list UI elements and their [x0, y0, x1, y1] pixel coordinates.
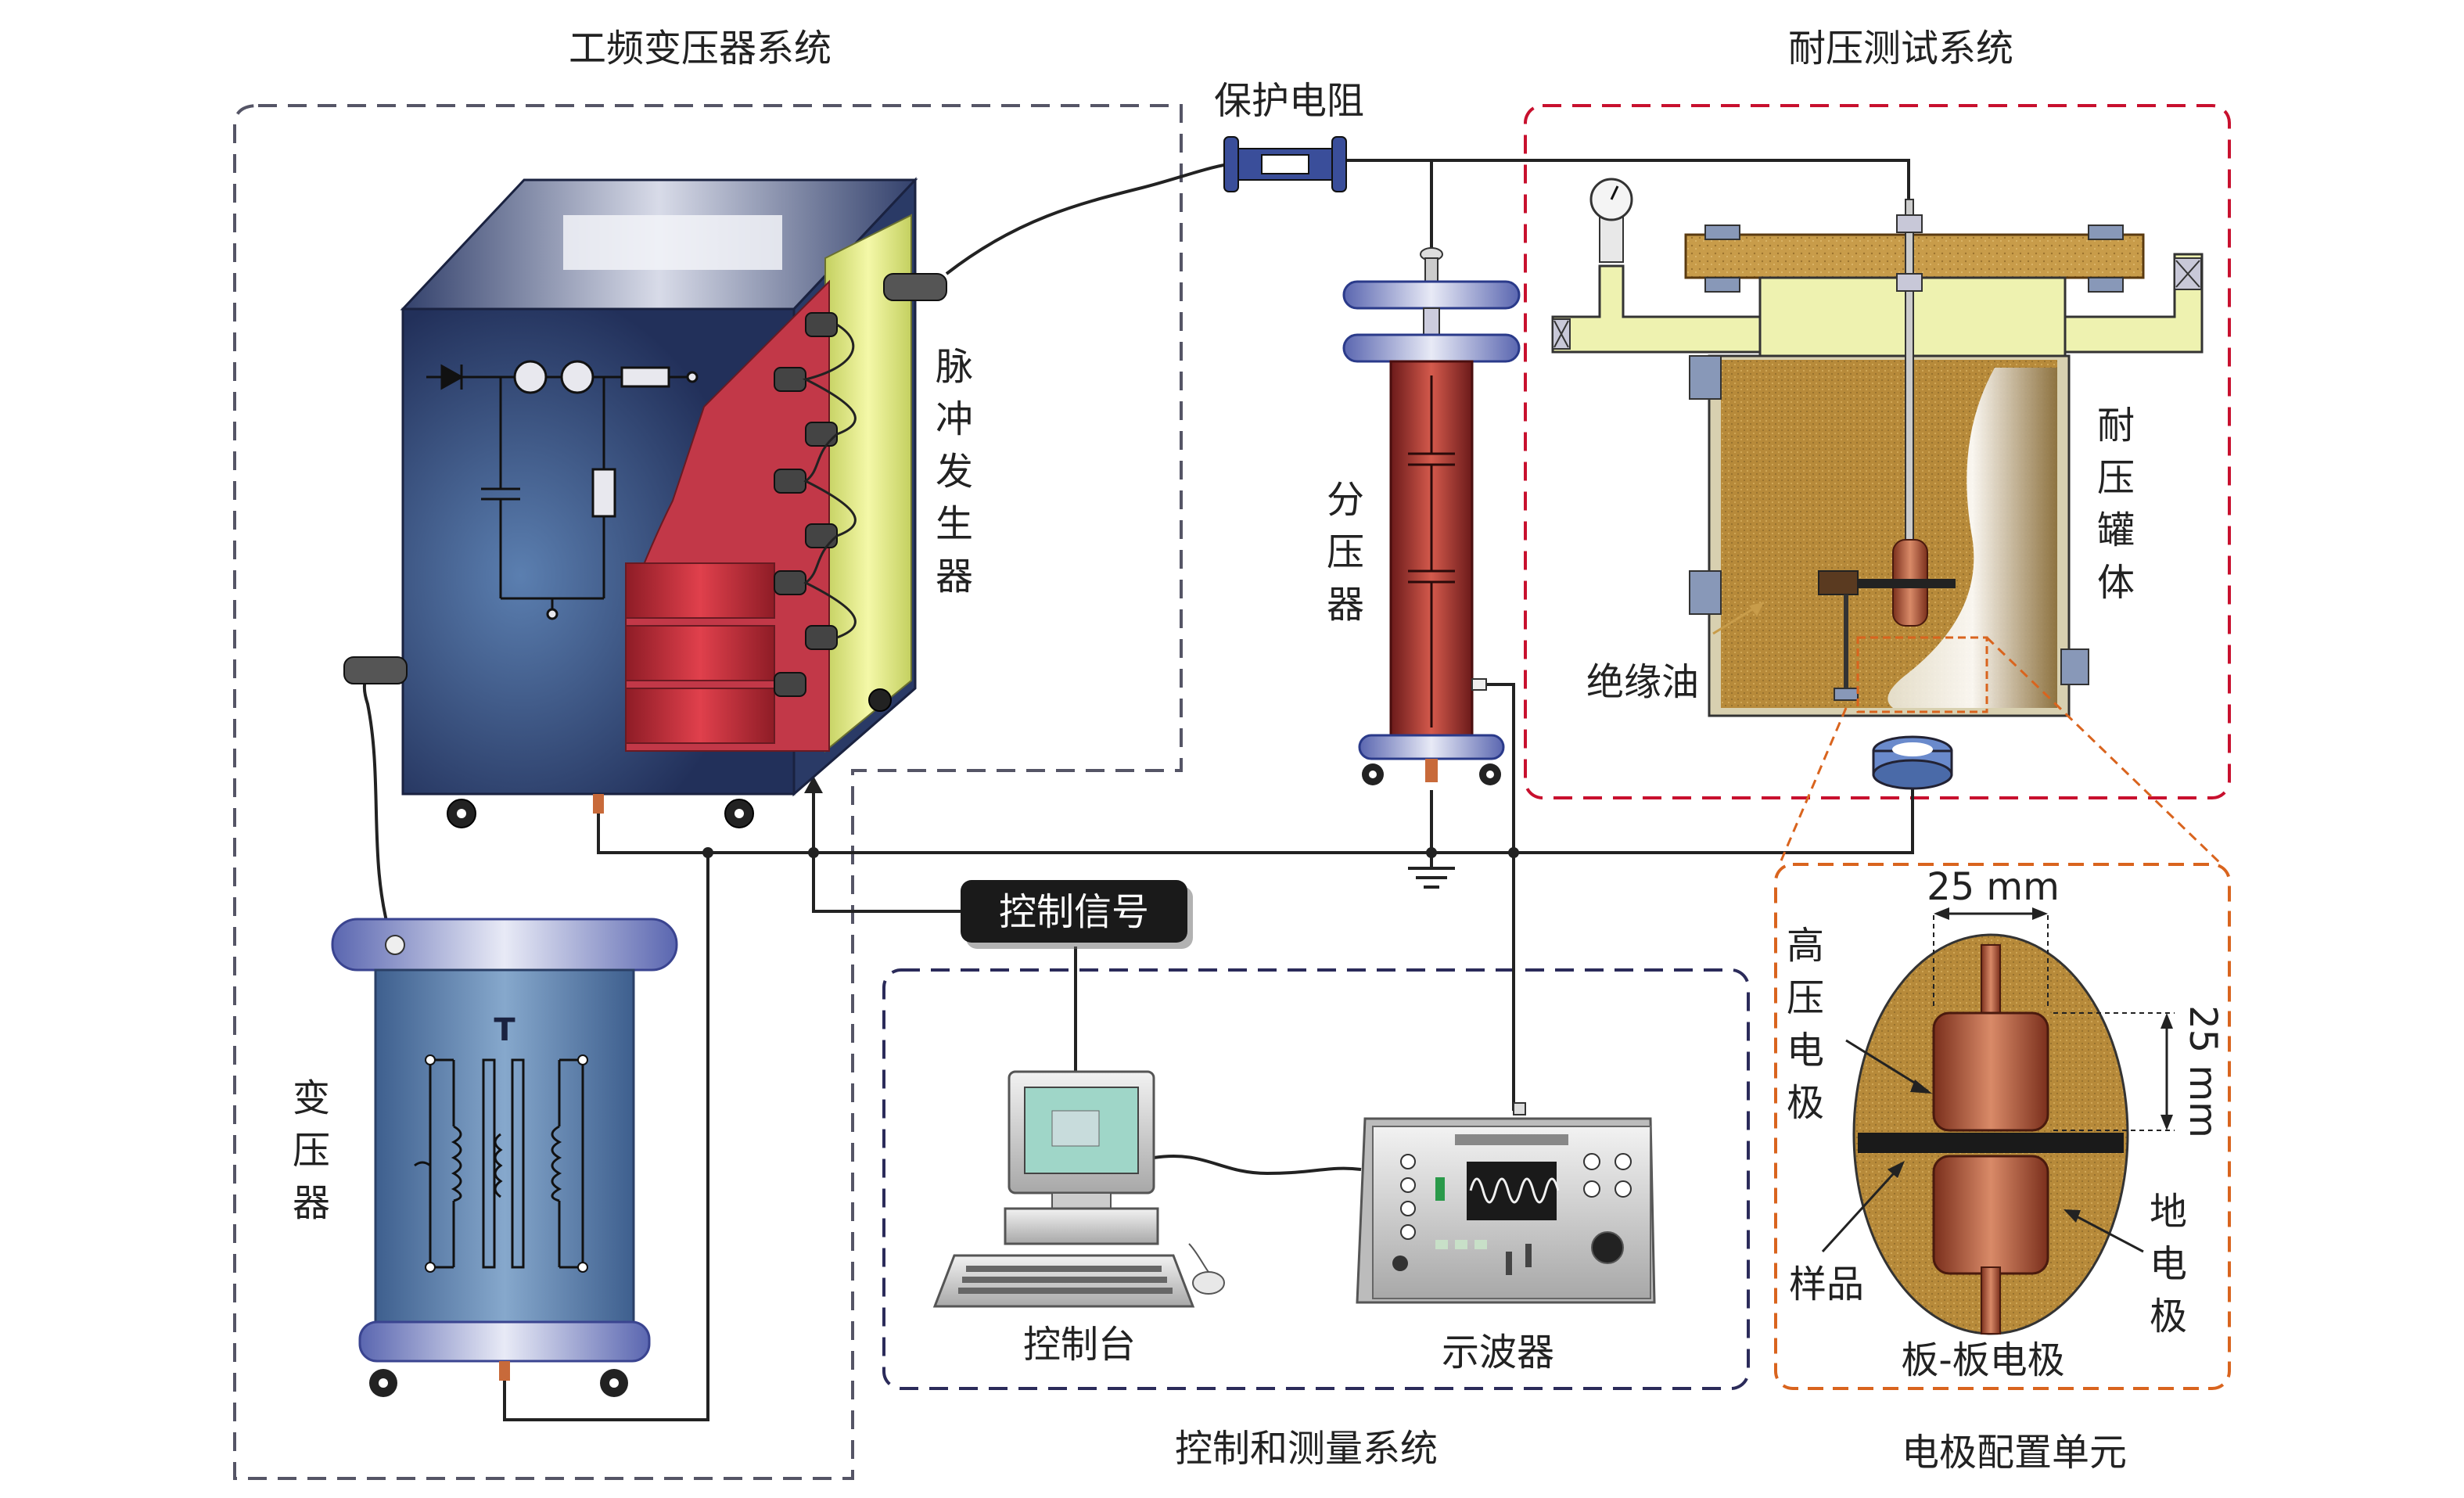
withstand-test-system-box: [1524, 104, 2231, 799]
hv-electrode-char: 高: [1787, 924, 1824, 968]
dimension-vertical: 25 mm: [2181, 1005, 2225, 1138]
oscilloscope-label: 示波器: [1442, 1331, 1554, 1374]
withstand-system-label: 耐压测试系统: [1788, 27, 2013, 70]
tank-char: 体: [2097, 561, 2135, 605]
hv-electrode-char: 极: [1787, 1081, 1824, 1125]
ground-electrode-char: 电: [2150, 1242, 2187, 1286]
protective-resistor-label: 保护电阻: [1214, 79, 1364, 123]
hv-electrode-char: 电: [1787, 1029, 1824, 1072]
sample-label: 样品: [1789, 1263, 1864, 1306]
ground-electrode-char: 极: [2150, 1295, 2187, 1338]
hv-electrode-label: 高 压 电 极: [1787, 924, 1824, 1125]
pulse-generator-char: 器: [936, 555, 973, 598]
pulse-generator-char: 脉: [936, 345, 973, 389]
transformer-char: 变: [293, 1076, 330, 1120]
transformer: T: [331, 918, 678, 1397]
pulse-generator-cabinet: [343, 177, 947, 828]
control-signal-box: 控制信号: [961, 880, 1193, 949]
pulse-generator-char: 发: [936, 450, 973, 494]
dimension-horizontal: 25 mm: [1927, 865, 2060, 909]
withstand-tank: [1551, 178, 2223, 866]
electrode-detail: [1821, 907, 2175, 1335]
transformer-char: 器: [293, 1181, 330, 1225]
voltage-divider: [1342, 247, 1521, 785]
insulating-oil-label: 绝缘油: [1586, 660, 1699, 704]
protective-resistor: [1223, 136, 1347, 192]
pulse-generator-char: 冲: [936, 397, 973, 441]
pulse-generator-char: 生: [936, 502, 973, 546]
labels: 工频变压器系统 耐压测试系统 保护电阻 脉 冲 发 生 器 分 压 器 耐 压 …: [293, 27, 2225, 1475]
divider-char: 器: [1327, 583, 1364, 627]
console-computer: [932, 1070, 1225, 1308]
control-measurement-label: 控制和测量系统: [1175, 1427, 1438, 1471]
divider-char: 压: [1327, 530, 1364, 574]
hv-electrode-char: 压: [1787, 976, 1824, 1020]
oscilloscope: [1356, 1102, 1656, 1304]
tank-char: 罐: [2097, 508, 2135, 552]
pulse-generator-label: 脉 冲 发 生 器: [936, 345, 973, 598]
tank-char: 耐: [2097, 404, 2135, 447]
transformer-label: 变 压 器: [293, 1076, 330, 1225]
tank-char: 压: [2097, 456, 2135, 500]
divider-char: 分: [1327, 478, 1364, 522]
electrode-unit-box: [1774, 863, 2231, 1390]
transformer-symbol: T: [494, 1012, 515, 1048]
ground-electrode-label: 地 电 极: [2150, 1190, 2187, 1338]
transformer-char: 压: [293, 1129, 330, 1173]
control-signal-label: 控制信号: [999, 890, 1149, 934]
electrode-unit-label: 电极配置单元: [1902, 1431, 2127, 1475]
control-measurement-system-box: [882, 968, 1750, 1390]
ground-electrode-char: 地: [2150, 1190, 2187, 1234]
power-frequency-system-label: 工频变压器系统: [569, 27, 832, 70]
plate-electrode-label: 板-板电极: [1901, 1338, 2064, 1382]
divider-label: 分 压 器: [1327, 478, 1364, 627]
power-frequency-system-box: [233, 104, 1183, 1480]
tank-label: 耐 压 罐 体: [2097, 404, 2135, 605]
console-label: 控制台: [1023, 1323, 1136, 1367]
